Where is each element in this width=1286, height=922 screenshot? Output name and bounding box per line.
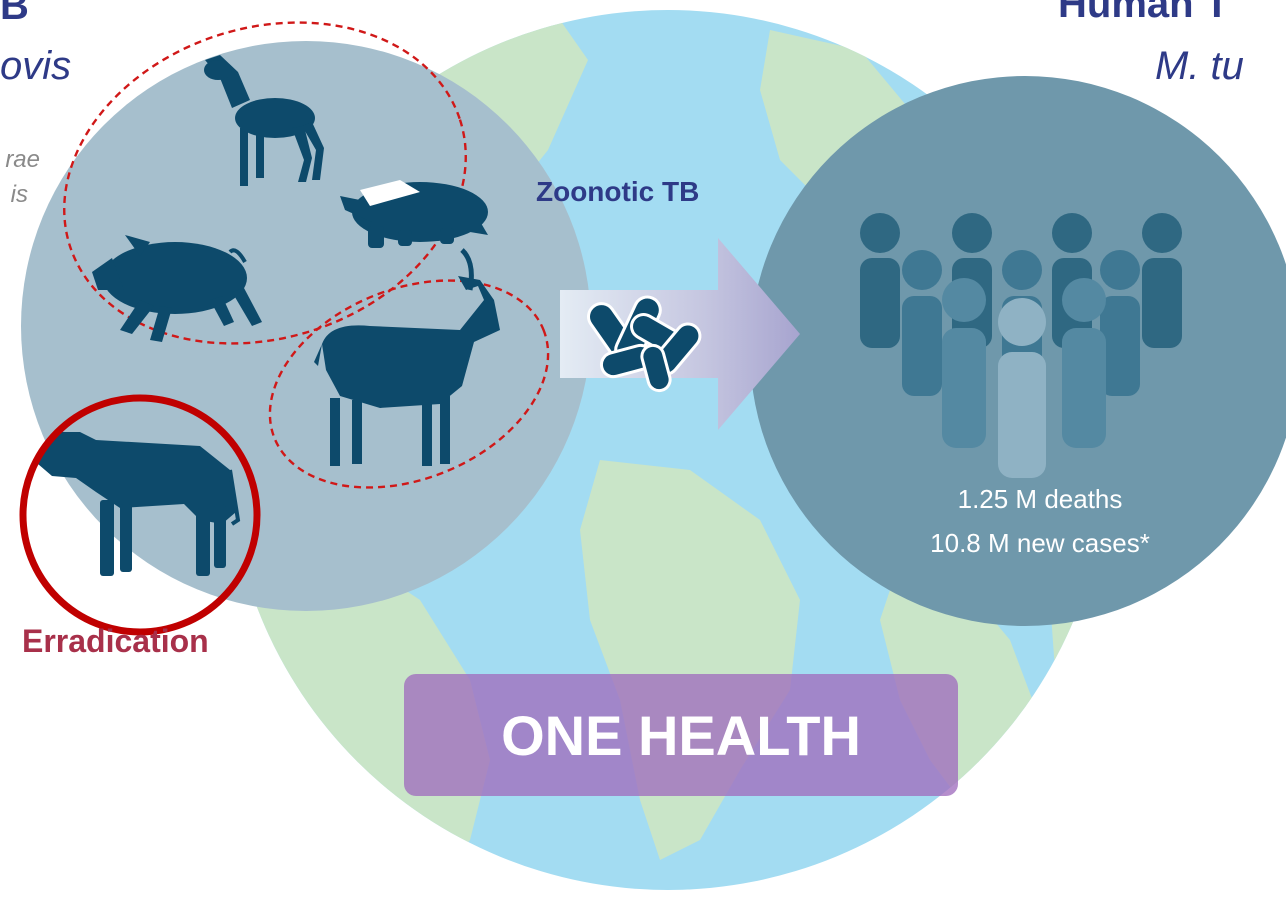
left-panel-title: B [0,0,29,28]
left-panel-species-3: is [10,181,28,208]
left-panel-species: ovis [0,44,72,88]
eradication-ring [19,394,261,636]
one-health-banner [404,674,958,796]
left-panel-species-2: rae [5,146,40,173]
goat-group-outline [268,279,550,489]
right-panel-title: Human T [1058,0,1230,26]
deaths-stat: 1.25 M deaths [957,484,1123,514]
deer-icon [204,55,324,186]
right-panel-species: M. tu [1155,44,1244,88]
one-health-label: ONE HEALTH [501,704,861,767]
new-cases-stat: 10.8 M new cases* [930,528,1150,558]
bacteria-icon [587,295,702,393]
eradication-label: Erradication [22,623,209,659]
crowd-icon [860,213,1182,478]
zoonotic-tb-label: Zoonotic TB [536,176,700,207]
wild-boar-icon [92,235,262,342]
goat-icon [314,248,500,466]
wildlife-group-outline [63,21,467,345]
badger-icon [340,180,488,248]
cow-icon [38,432,241,576]
